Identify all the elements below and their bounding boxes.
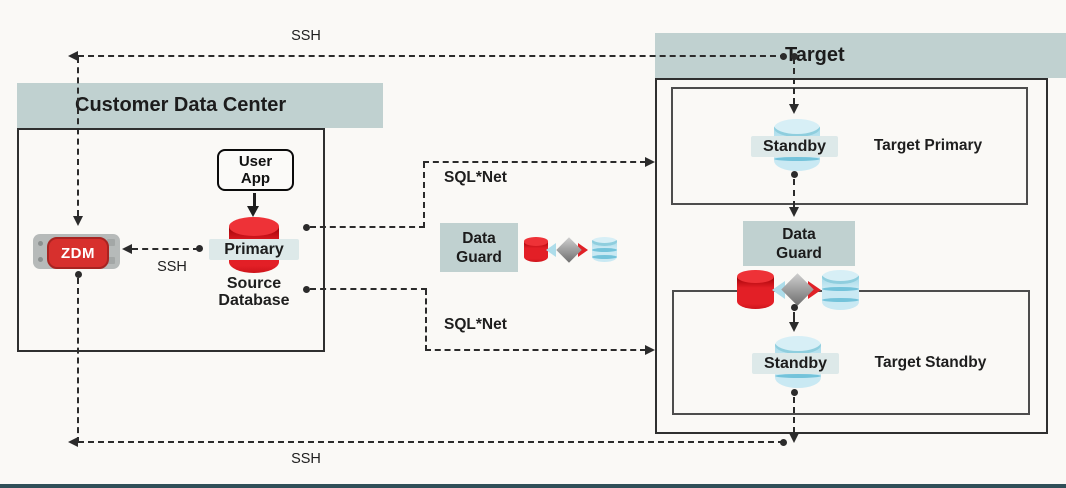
zdm-vertical-line-upper xyxy=(77,57,79,216)
primary-db-tag: Primary xyxy=(209,239,299,260)
server-port-icon xyxy=(107,257,115,264)
target-chain-arrow-icon xyxy=(789,104,799,114)
ssh-top-line xyxy=(78,55,786,57)
ssh-bottom-label: SSH xyxy=(291,451,321,467)
target-chain-line-4 xyxy=(793,397,795,433)
ssh-bottom-line xyxy=(78,441,784,443)
data-guard-target-box: Data Guard xyxy=(743,221,855,266)
sqlnet-upper-line-vertical xyxy=(423,162,425,228)
connector-dot xyxy=(780,53,787,60)
replication-right-arrow-icon xyxy=(578,243,588,257)
target-chain-line-1 xyxy=(793,58,795,104)
ssh-zdm-label: SSH xyxy=(157,259,187,275)
connector-dot xyxy=(791,304,798,311)
user-app-arrow-stem xyxy=(253,193,256,206)
zdm-down-arrow-icon xyxy=(73,216,83,226)
binary-data-diamond-icon xyxy=(556,237,582,263)
zdm-badge: ZDM xyxy=(47,237,109,269)
user-app-down-arrow-icon xyxy=(247,206,259,217)
sqlnet-upper-label: SQL*Net xyxy=(444,169,507,186)
target-chain-arrow-icon xyxy=(789,322,799,332)
ssh-bottom-left-arrow-icon xyxy=(68,437,78,447)
data-guard-mid-box: Data Guard xyxy=(440,223,518,272)
server-led-icon xyxy=(38,241,43,246)
target-standby-label: Target Standby xyxy=(874,354,987,371)
zdm-ssh-arrow-icon xyxy=(122,244,132,254)
sqlnet-lower-line-left xyxy=(310,288,427,290)
connector-dot xyxy=(791,53,798,60)
zdm-server-icon: ZDM xyxy=(33,234,120,269)
target-sync-red-db-icon xyxy=(737,270,774,309)
connector-dot xyxy=(303,286,310,293)
sqlnet-lower-arrow-icon xyxy=(645,345,655,355)
customer-data-center-box xyxy=(17,128,325,352)
target-primary-label: Target Primary xyxy=(873,137,983,154)
sqlnet-upper-line-right xyxy=(423,161,646,163)
user-app-box: User App xyxy=(217,149,294,191)
server-led-icon xyxy=(38,257,43,262)
connector-dot xyxy=(791,389,798,396)
source-database-label: Source Database xyxy=(218,275,290,309)
ssh-top-left-arrow-icon xyxy=(68,51,78,61)
target-sync-blue-db-icon xyxy=(822,270,859,310)
standby-db-tag: Standby xyxy=(752,353,839,374)
sqlnet-upper-arrow-icon xyxy=(645,157,655,167)
target-chain-arrow-icon xyxy=(789,207,799,217)
replication-left-arrow-icon xyxy=(546,243,556,257)
zdm-ssh-line xyxy=(132,248,199,250)
footer-accent-bar xyxy=(0,484,1066,488)
connector-dot xyxy=(196,245,203,252)
customer-data-center-header: Customer Data Center xyxy=(17,83,383,128)
connector-dot xyxy=(791,171,798,178)
sqlnet-upper-line-left xyxy=(310,226,425,228)
customer-data-center-title: Customer Data Center xyxy=(75,94,287,116)
replication-source-db-icon xyxy=(524,237,548,262)
target-title: Target xyxy=(785,44,845,66)
connector-dot xyxy=(75,271,82,278)
sqlnet-lower-line-right xyxy=(425,349,646,351)
target-chain-arrow-icon xyxy=(789,433,799,443)
sync-left-arrow-icon xyxy=(772,281,785,299)
sqlnet-lower-line-vertical xyxy=(425,289,427,351)
standby-db-tag: Standby xyxy=(751,136,838,157)
connector-dot xyxy=(780,439,787,446)
target-chain-line-3 xyxy=(793,312,795,323)
target-chain-line-2 xyxy=(793,179,795,207)
sync-right-arrow-icon xyxy=(808,281,821,299)
zdm-vertical-line-lower xyxy=(77,278,79,443)
replication-target-db-icon xyxy=(592,237,617,262)
target-primary-box xyxy=(671,87,1028,205)
ssh-top-label: SSH xyxy=(291,28,321,44)
connector-dot xyxy=(303,224,310,231)
sqlnet-lower-label: SQL*Net xyxy=(444,316,507,333)
target-box xyxy=(655,78,1048,434)
server-port-icon xyxy=(107,239,115,246)
